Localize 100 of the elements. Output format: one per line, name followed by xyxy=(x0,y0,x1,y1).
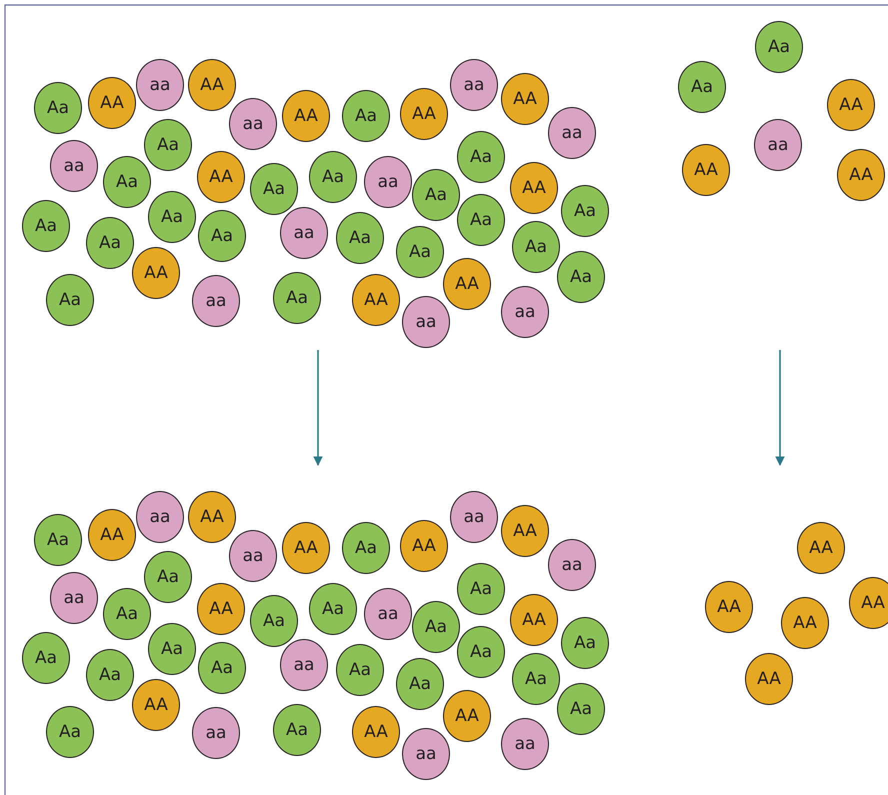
genotype-circle xyxy=(309,151,357,203)
genotype-circle xyxy=(352,274,400,326)
genotype-circle xyxy=(342,522,390,574)
genotype-label: Aa xyxy=(424,185,448,205)
genotype-circle xyxy=(86,217,134,269)
genotype-label: Aa xyxy=(262,611,286,631)
genotype-label: Aa xyxy=(470,642,492,662)
genotype-label: Aa xyxy=(46,98,70,118)
genotype-circle xyxy=(512,653,560,705)
genotype-label: Aa xyxy=(570,267,592,287)
genotype-circle xyxy=(364,588,412,640)
genotype-circle xyxy=(443,690,491,742)
genotype-label: Aa xyxy=(348,660,372,680)
genotype-circle xyxy=(510,594,558,646)
genotype-label: Aa xyxy=(322,167,344,187)
genotype-label: aa xyxy=(464,75,484,95)
genotype-circle xyxy=(188,59,236,111)
genotype-label: Aa xyxy=(690,77,714,97)
genotype-circle xyxy=(273,272,321,324)
genotype-circle xyxy=(50,572,98,624)
genotype-label: aa xyxy=(64,156,84,176)
genotype-circle xyxy=(197,583,245,635)
genotype-circle xyxy=(501,505,549,557)
genotype-label: aa xyxy=(378,172,398,192)
genotype-circle xyxy=(755,21,803,73)
genotype-circle xyxy=(412,601,460,653)
genotype-label: aa xyxy=(242,114,264,134)
genotype-label: Aa xyxy=(98,665,122,685)
genotype-label: AA xyxy=(455,706,479,726)
genotype-circle xyxy=(396,226,444,278)
genotype-label: aa xyxy=(294,223,314,243)
genotype-circle xyxy=(501,718,549,770)
genotype-label: aa xyxy=(464,507,484,527)
genotype-circle xyxy=(450,59,498,111)
genotype-label: Aa xyxy=(46,530,70,550)
genotype-circle xyxy=(548,107,596,159)
genotype-circle xyxy=(22,200,70,252)
genotype-circle xyxy=(443,258,491,310)
genotype-circle xyxy=(88,509,136,561)
genotype-label: Aa xyxy=(210,226,234,246)
genotype-label: AA xyxy=(522,610,546,630)
genotype-label: Aa xyxy=(524,669,548,689)
genotype-label: Aa xyxy=(116,604,138,624)
genotype-circle xyxy=(561,617,609,669)
genotype-circle xyxy=(364,156,412,208)
genotype-circle xyxy=(22,632,70,684)
genotype-label: AA xyxy=(412,104,436,124)
genotype-label: AA xyxy=(717,597,741,617)
genotype-circle xyxy=(457,563,505,615)
genotype-circle xyxy=(400,88,448,140)
genotype-circle xyxy=(103,156,151,208)
genotype-circle xyxy=(229,530,277,582)
genotype-label: AA xyxy=(200,75,224,95)
genotype-label: AA xyxy=(294,106,318,126)
genotype-label: AA xyxy=(522,178,546,198)
genotype-label: Aa xyxy=(768,37,790,57)
genotype-circle xyxy=(402,728,450,780)
genotype-label: aa xyxy=(64,588,84,608)
genotype-circle xyxy=(781,597,829,649)
genotype-label: AA xyxy=(100,525,124,545)
genotype-circle xyxy=(282,522,330,574)
genotype-circle xyxy=(457,194,505,246)
genotype-label: Aa xyxy=(286,288,308,308)
genotype-circle xyxy=(548,539,596,591)
genotype-circle xyxy=(457,626,505,678)
genotype-label: AA xyxy=(209,167,233,187)
genotype-label: AA xyxy=(839,95,863,115)
genotype-circle xyxy=(250,163,298,215)
genotype-circle xyxy=(837,149,885,201)
genotype-label: AA xyxy=(144,263,168,283)
genotype-circle xyxy=(682,144,730,196)
genotype-label: Aa xyxy=(156,567,180,587)
genotype-label: aa xyxy=(378,604,398,624)
genotype-label: AA xyxy=(100,93,124,113)
genotype-circle xyxy=(457,131,505,183)
genotype-label: aa xyxy=(562,555,582,575)
genotype-circle xyxy=(510,162,558,214)
genotype-circle xyxy=(512,221,560,273)
genotype-circle xyxy=(336,644,384,696)
genotype-circle xyxy=(86,649,134,701)
genotype-label: Aa xyxy=(470,210,492,230)
genotype-label: Aa xyxy=(424,617,448,637)
genotype-circle xyxy=(273,704,321,756)
genotype-circle xyxy=(400,520,448,572)
genotype-circle xyxy=(148,623,196,675)
genotype-circle xyxy=(754,119,802,171)
genotype-circle xyxy=(250,595,298,647)
genotype-circle xyxy=(192,707,240,759)
genotype-circle xyxy=(280,207,328,259)
genotype-label: Aa xyxy=(574,201,596,221)
genotype-circle xyxy=(501,73,549,125)
genotype-label: AA xyxy=(144,695,168,715)
genotype-label: AA xyxy=(364,722,388,742)
genotype-circle xyxy=(797,522,845,574)
genotype-circle xyxy=(46,274,94,326)
genotype-label: Aa xyxy=(322,599,344,619)
genotype-label: Aa xyxy=(470,147,492,167)
genotype-circle xyxy=(561,185,609,237)
genotype-circle xyxy=(352,706,400,758)
genotype-label: aa xyxy=(416,744,436,764)
